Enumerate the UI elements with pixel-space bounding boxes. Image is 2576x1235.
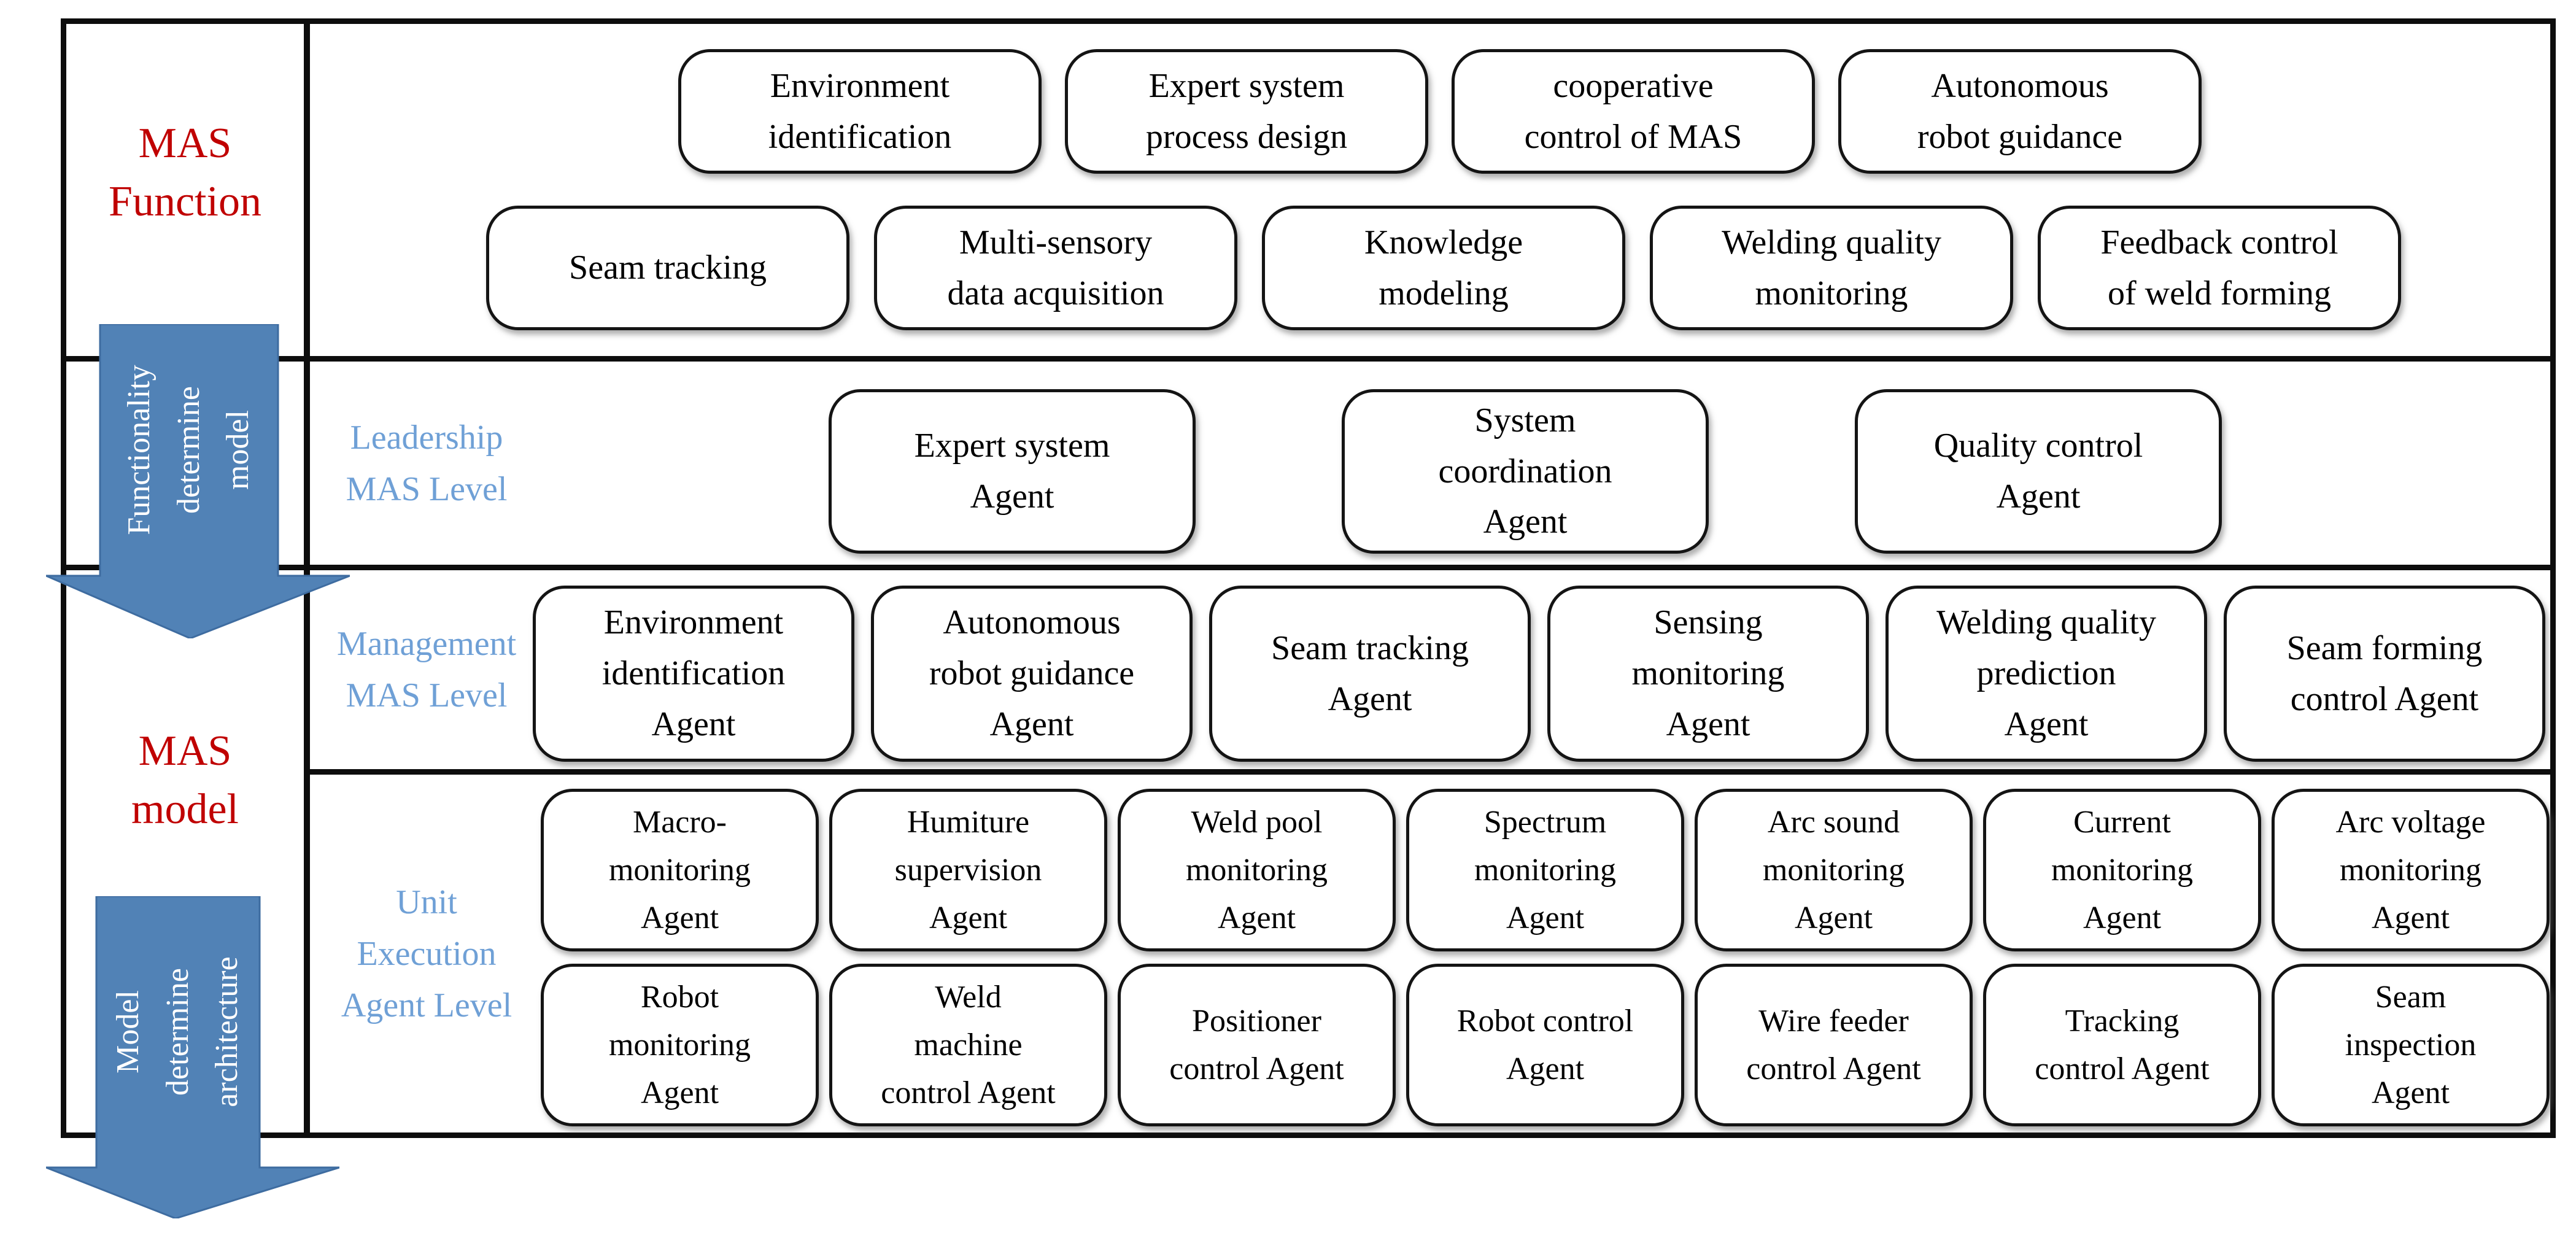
box-humiture-supervision-agent: Humiture supervision Agent (829, 789, 1107, 951)
box-environment-identification: Environment identification (678, 49, 1042, 174)
box-environment-identification-agent: Environment identification Agent (533, 586, 854, 762)
box-seam-inspection-agent: Seam inspection Agent (2272, 964, 2550, 1126)
box-knowledge-modeling: Knowledge modeling (1262, 206, 1625, 330)
box-cooperative-control-of-mas: cooperative control of MAS (1452, 49, 1815, 174)
box-macro-monitoring-agent: Macro- monitoring Agent (541, 789, 819, 951)
arrow-bottom-line3: architecture (209, 956, 245, 1107)
box-expert-system-agent: Expert system Agent (829, 389, 1196, 554)
box-multi-sensory-data-acquisition: Multi-sensory data acquisition (874, 206, 1237, 330)
band-management-mas-level: Management MAS Level Environment identif… (310, 570, 2550, 769)
box-current-monitoring-agent: Current monitoring Agent (1983, 789, 2261, 951)
unit-row-2: Robot monitoring Agent Weld machine cont… (541, 964, 2550, 1126)
management-row: Environment identification Agent Autonom… (533, 586, 2550, 762)
arrow-top-line1: Functionality (122, 365, 157, 535)
band-unit-execution-agent-level: Unit Execution Agent Level Macro- monito… (310, 775, 2550, 1132)
box-wire-feeder-control-agent: Wire feeder control Agent (1695, 964, 1973, 1126)
box-arc-sound-monitoring-agent: Arc sound monitoring Agent (1695, 789, 1973, 951)
box-weld-pool-monitoring-agent: Weld pool monitoring Agent (1118, 789, 1396, 951)
divider-function-leadership (66, 356, 2550, 362)
down-arrow-icon (46, 896, 339, 1218)
arrow-bottom-line2: determine (160, 968, 195, 1096)
box-expert-system-process-design: Expert system process design (1065, 49, 1428, 174)
box-arc-voltage-monitoring-agent: Arc voltage monitoring Agent (2272, 789, 2550, 951)
box-autonomous-robot-guidance: Autonomous robot guidance (1838, 49, 2202, 174)
function-row-1: Environment identification Expert system… (678, 49, 2550, 174)
arrow-model-determine-architecture: Model determine architecture (96, 896, 260, 1167)
arrow-functionality-determine-model: Functionality determine model (100, 324, 278, 576)
box-welding-quality-prediction-agent: Welding quality prediction Agent (1886, 586, 2207, 762)
level-label-management: Management MAS Level (336, 625, 517, 714)
box-autonomous-robot-guidance-agent: Autonomous robot guidance Agent (871, 586, 1193, 762)
box-positioner-control-agent: Positioner control Agent (1118, 964, 1396, 1126)
box-seam-forming-control-agent: Seam forming control Agent (2224, 586, 2545, 762)
box-robot-monitoring-agent: Robot monitoring Agent (541, 964, 819, 1126)
box-seam-tracking: Seam tracking (486, 206, 849, 330)
mas-function-label: MAS Function (109, 120, 261, 225)
box-tracking-control-agent: Tracking control Agent (1983, 964, 2261, 1126)
level-label-unit-execution: Unit Execution Agent Level (341, 883, 512, 1024)
band-leadership-mas-level: Leadership MAS Level Expert system Agent… (310, 362, 2550, 565)
leadership-row: Expert system Agent System coordination … (829, 389, 2550, 554)
band-mas-function: Environment identification Expert system… (310, 24, 2550, 356)
box-system-coordination-agent: System coordination Agent (1342, 389, 1709, 554)
arrow-top-line2: determine (171, 386, 206, 514)
box-weld-machine-control-agent: Weld machine control Agent (829, 964, 1107, 1126)
divider-leadership-management (66, 565, 2550, 570)
box-spectrum-monitoring-agent: Spectrum monitoring Agent (1406, 789, 1684, 951)
box-quality-control-agent: Quality control Agent (1855, 389, 2222, 554)
unit-row-1: Macro- monitoring Agent Humiture supervi… (541, 789, 2550, 951)
box-seam-tracking-agent: Seam tracking Agent (1209, 586, 1531, 762)
function-row-2: Seam tracking Multi-sensory data acquisi… (486, 206, 2550, 330)
arrow-bottom-line1: Model (110, 990, 146, 1074)
box-robot-control-agent: Robot control Agent (1406, 964, 1684, 1126)
diagram-frame: MAS Function MAS model Functionality det… (46, 18, 2556, 1218)
main-area: Environment identification Expert system… (310, 24, 2550, 1132)
divider-management-unit (310, 769, 2550, 775)
left-panel: MAS Function MAS model Functionality det… (46, 24, 350, 1218)
box-feedback-control-of-weld-forming: Feedback control of weld forming (2038, 206, 2401, 330)
box-welding-quality-monitoring: Welding quality monitoring (1650, 206, 2013, 330)
mas-model-label: MAS model (131, 727, 239, 833)
down-arrow-icon (46, 324, 350, 638)
box-sensing-monitoring-agent: Sensing monitoring Agent (1547, 586, 1869, 762)
level-label-leadership: Leadership MAS Level (346, 418, 508, 508)
arrow-top-line3: model (220, 410, 256, 490)
